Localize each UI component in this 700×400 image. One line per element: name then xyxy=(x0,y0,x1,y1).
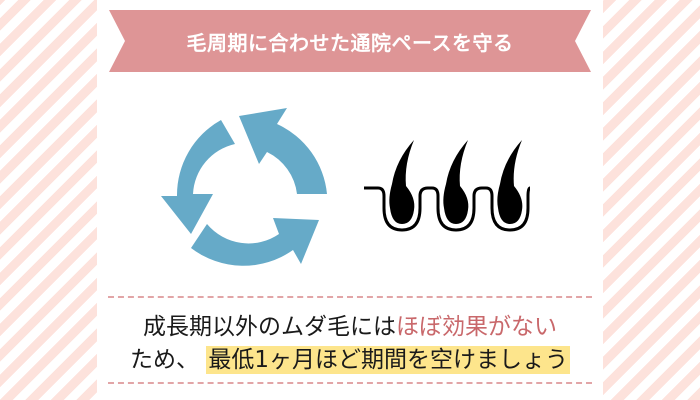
title-ribbon: 毛周期に合わせた通院ペースを守る xyxy=(109,10,591,72)
divider-bottom xyxy=(108,382,592,384)
highlighted-text: 最低1ヶ月ほど期間を空けましょう xyxy=(206,346,570,374)
message-text: 成長期以外のムダ毛には xyxy=(143,314,396,340)
divider-top xyxy=(108,296,592,298)
message-text: ため、 xyxy=(130,347,200,373)
message-line-2: ため、 最低1ヶ月ほど期間を空けましょう xyxy=(97,340,603,374)
hair-follicle-icon xyxy=(364,140,530,232)
cycle-arrows-icon xyxy=(161,108,327,266)
banner-title: 毛周期に合わせた通院ペースを守る xyxy=(186,30,514,55)
emphasis-text: ほぼ効果がない xyxy=(396,314,557,340)
message-line-1: 成長期以外のムダ毛にはほぼ効果がない xyxy=(97,307,603,341)
